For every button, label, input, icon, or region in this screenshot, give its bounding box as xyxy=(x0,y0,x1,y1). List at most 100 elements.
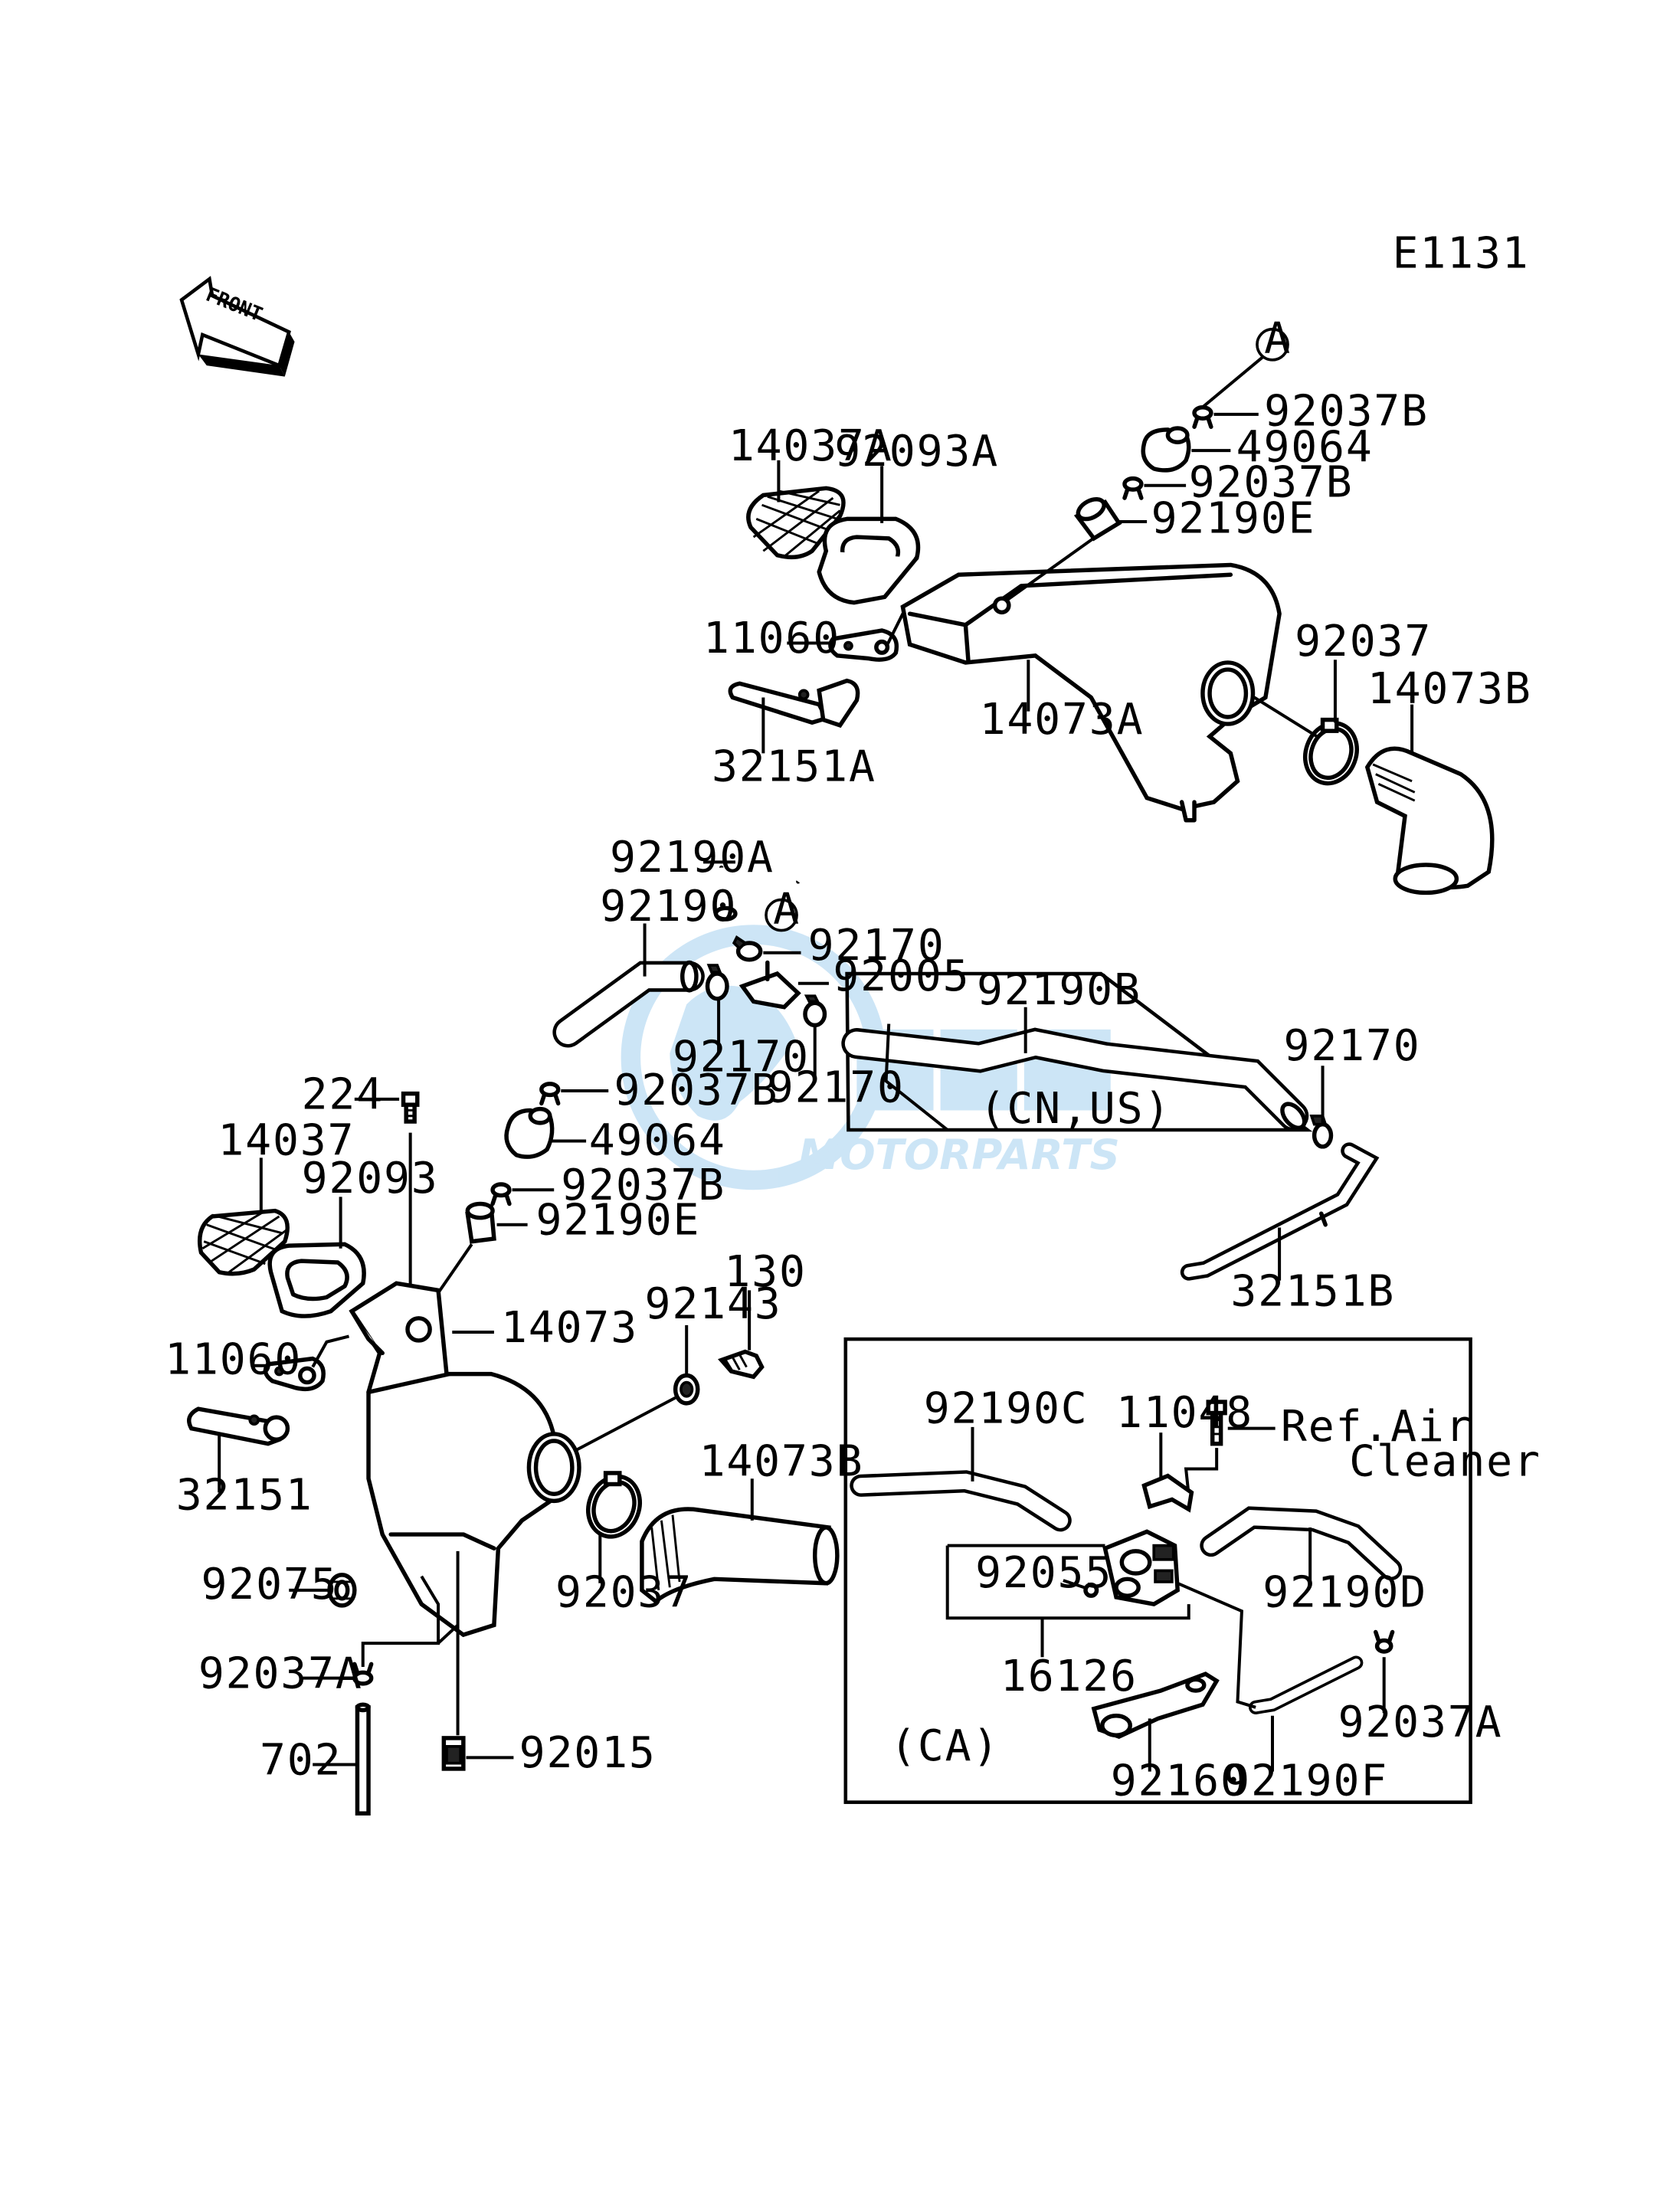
label-14037A: 14037A xyxy=(729,421,893,471)
label-49064-2: 49064 xyxy=(589,1116,726,1166)
label-92075: 92075 xyxy=(201,1560,339,1609)
label-92037B-4: 92037B xyxy=(561,1161,725,1210)
label-14073B-bottom: 14073B xyxy=(699,1437,864,1487)
label-32151: 32151 xyxy=(176,1470,313,1520)
part-labels: 14037A 92093A 11060 32151A 14073A 92037B… xyxy=(165,386,1541,1806)
label-92037-bottom: 92037 xyxy=(555,1568,693,1618)
cn-us-label: (CN,US) xyxy=(980,1084,1172,1134)
clip-92037A-2 xyxy=(1374,1629,1395,1654)
bracket-11048 xyxy=(1141,1473,1194,1513)
label-92170-4: 92170 xyxy=(1284,1021,1421,1071)
ref-note-line1: Ref.Air xyxy=(1281,1402,1473,1452)
label-11060-bottom: 11060 xyxy=(165,1335,302,1385)
bolt-11048 xyxy=(1206,1400,1227,1446)
bracket-92160 xyxy=(1091,1671,1220,1740)
diagram-code: E1131 xyxy=(1393,229,1530,279)
clip-92037B-2 xyxy=(1122,476,1144,500)
valve-assembly-16126 xyxy=(1102,1529,1181,1606)
fitting-92005 xyxy=(738,960,801,1010)
gasket-92093 xyxy=(267,1242,366,1318)
tube-32151A xyxy=(728,678,860,729)
tube-32151 xyxy=(187,1406,290,1446)
label-92093: 92093 xyxy=(302,1154,439,1203)
label-92143: 92143 xyxy=(645,1279,782,1329)
filter-element-14037A xyxy=(746,486,846,560)
label-92190B: 92190B xyxy=(977,965,1141,1015)
label-92037-top: 92037 xyxy=(1295,617,1432,666)
clip-92015 xyxy=(441,1736,466,1771)
clamp-92170-3 xyxy=(803,994,827,1028)
check-valve-49064-2 xyxy=(504,1106,555,1159)
label-49064-1: 49064 xyxy=(1236,423,1374,473)
label-92005: 92005 xyxy=(833,951,970,1001)
ca-group: (CA) xyxy=(843,1337,1472,1804)
hose-92190D xyxy=(1200,1506,1403,1581)
label-92190E-1: 92190E xyxy=(1151,494,1316,544)
bracket-11060-bottom xyxy=(263,1356,326,1392)
label-702: 702 xyxy=(260,1735,342,1785)
bolt-130 xyxy=(718,1349,765,1380)
svg-text:A: A xyxy=(1264,314,1292,364)
cn-us-group: (CN,US) xyxy=(841,971,1313,1134)
label-92170-2: 92170 xyxy=(673,1032,810,1082)
o-ring-92055 xyxy=(1083,1582,1099,1598)
label-14073A: 14073A xyxy=(980,695,1145,745)
label-92037B-1: 92037B xyxy=(1264,386,1429,436)
label-92190E-2: 92190E xyxy=(536,1196,701,1246)
hose-92190E-2 xyxy=(465,1201,496,1244)
clamp-92037-top xyxy=(1303,717,1359,786)
hose-92190F xyxy=(1177,1581,1364,1714)
air-box-14073A xyxy=(900,562,1282,823)
label-130: 130 xyxy=(724,1247,806,1297)
label-224: 224 xyxy=(302,1070,384,1120)
clip-92037B-1 xyxy=(1192,404,1213,429)
grommet-92143 xyxy=(673,1373,700,1406)
clip-92037B-3 xyxy=(539,1082,561,1106)
duct-14073B-bottom xyxy=(640,1507,840,1604)
label-92015: 92015 xyxy=(519,1728,657,1778)
clip-92037B-4 xyxy=(490,1182,512,1207)
label-92190F: 92190F xyxy=(1223,1757,1388,1806)
duct-14073B-top xyxy=(1364,746,1495,895)
check-valve-49064-1 xyxy=(1141,426,1191,473)
label-92160: 92160 xyxy=(1111,1757,1248,1806)
label-92037A-1: 92037A xyxy=(198,1649,363,1698)
label-14037: 14037 xyxy=(218,1116,355,1166)
label-11060-top: 11060 xyxy=(703,614,840,663)
label-92190D: 92190D xyxy=(1262,1568,1427,1618)
label-14073: 14073 xyxy=(501,1303,638,1353)
gasket-92093A xyxy=(817,516,921,605)
clip-92037A-1 xyxy=(352,1662,374,1686)
label-92190: 92190 xyxy=(600,882,737,932)
ref-note-line2: Cleaner xyxy=(1349,1437,1541,1487)
hose-92190E-1 xyxy=(1073,497,1122,542)
clamp-92170-2 xyxy=(705,964,729,1001)
label-32151B: 32151B xyxy=(1230,1266,1395,1316)
label-92093A: 92093A xyxy=(834,427,999,476)
label-11048: 11048 xyxy=(1116,1388,1253,1438)
clamp-92170-1 xyxy=(732,935,763,962)
ca-label: (CA) xyxy=(890,1721,1000,1771)
tube-32151B xyxy=(1180,1142,1380,1281)
label-92190A: 92190A xyxy=(610,833,775,882)
watermark-brand: MOTORPARTS xyxy=(798,1130,1120,1179)
label-92037A-2: 92037A xyxy=(1338,1698,1503,1747)
hose-92190A xyxy=(713,844,812,922)
label-92190C: 92190C xyxy=(924,1383,1089,1433)
label-92170-1: 92170 xyxy=(808,921,945,971)
label-32151A: 32151A xyxy=(712,742,876,792)
front-arrow-icon: FRONT xyxy=(179,276,295,377)
bolt-224 xyxy=(401,1091,420,1124)
filter-element-14037 xyxy=(197,1208,290,1276)
clamp-92037-bottom xyxy=(586,1471,642,1539)
ref-circle-A-top: A xyxy=(1256,314,1292,364)
label-92170-3: 92170 xyxy=(768,1063,905,1113)
svg-text:A: A xyxy=(773,884,801,934)
label-92055: 92055 xyxy=(975,1548,1112,1598)
hose-92190C xyxy=(850,1470,1072,1532)
label-92037B-3: 92037B xyxy=(614,1066,779,1115)
label-14073B-top: 14073B xyxy=(1367,664,1532,714)
label-16126: 16126 xyxy=(1000,1652,1138,1701)
label-92037B-2: 92037B xyxy=(1189,457,1354,507)
